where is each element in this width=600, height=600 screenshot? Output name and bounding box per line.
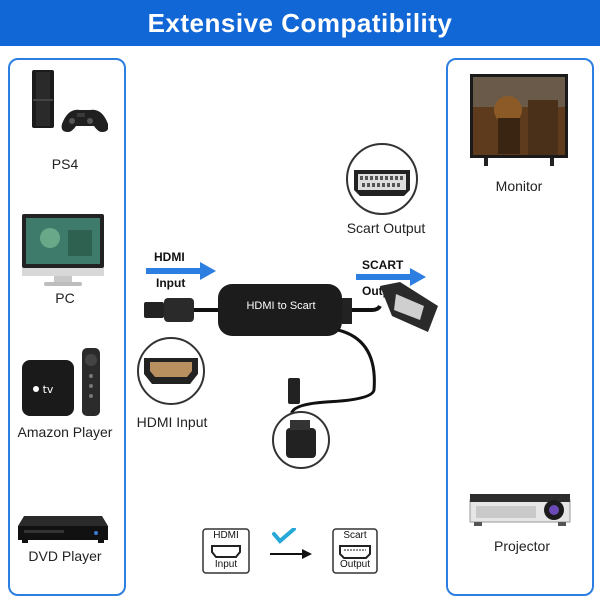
source-label-dvd-player: DVD Player xyxy=(28,548,102,564)
hdmi-input-caption: HDMI Input xyxy=(136,414,208,430)
banner-title: Extensive Compatibility xyxy=(147,7,453,38)
legend-scart-bottom: Output xyxy=(339,559,371,570)
pc-monitor-icon xyxy=(22,214,104,286)
amazon-tv-box-icon: tv xyxy=(22,348,100,416)
legend-hdmi-box-icon xyxy=(202,528,250,574)
scart-arrow-label-top: SCART xyxy=(362,258,404,272)
title-banner: Extensive Compatibility xyxy=(0,0,600,46)
hdmi-input-arrow-icon xyxy=(146,262,216,280)
usb-plug-closeup-icon xyxy=(272,411,330,469)
source-label-amazon-player: Amazon Player xyxy=(17,424,113,440)
output-label-projector: Projector xyxy=(493,538,551,554)
scart-output-arrow-icon xyxy=(356,268,426,286)
legend-hdmi-bottom: Input xyxy=(214,559,238,570)
scart-connector-closeup-icon xyxy=(346,143,418,215)
legend-scart-box-icon xyxy=(332,528,378,574)
legend-check-arrow-icon xyxy=(270,528,312,559)
hdmi-port-closeup-icon xyxy=(137,337,205,405)
source-label-pc: PC xyxy=(55,290,75,306)
hdmi-arrow-label-top: HDMI xyxy=(154,250,185,264)
svg-text:tv: tv xyxy=(43,383,54,396)
legend-scart-top: Scart xyxy=(343,530,367,541)
legend-hdmi-top: HDMI xyxy=(213,530,239,541)
projector-icon xyxy=(469,494,571,526)
converter-label: HDMI to Scart xyxy=(246,300,316,312)
scart-output-caption: Scart Output xyxy=(346,220,426,236)
hdmi-arrow-label-bottom: Input xyxy=(156,276,186,290)
monitor-icon xyxy=(470,74,568,166)
converter-device-graphic xyxy=(144,282,438,426)
output-label-monitor: Monitor xyxy=(495,178,543,194)
source-devices-panel xyxy=(8,58,126,596)
source-label-ps4: PS4 xyxy=(51,156,79,172)
dvd-player-icon xyxy=(18,516,108,543)
ps4-console-icon xyxy=(32,70,108,132)
